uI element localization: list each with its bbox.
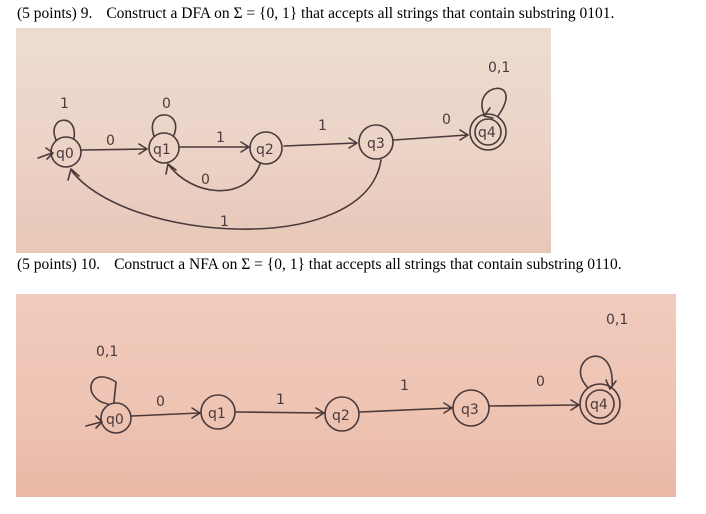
question-10-text: Construct a NFA on Σ = {0, 1} that accep… bbox=[114, 256, 622, 273]
dfa-label-q2-q1: 0 bbox=[201, 172, 210, 188]
dfa-state-q1-label: q1 bbox=[153, 142, 171, 158]
nfa-state-q4-label: q4 bbox=[590, 397, 608, 413]
dfa-edge-q2-q1 bbox=[165, 163, 261, 192]
nfa-state-q2: q2 bbox=[324, 396, 360, 432]
dfa-label-q1-q2: 1 bbox=[216, 130, 225, 146]
nfa-state-q1: q1 bbox=[200, 394, 236, 430]
nfa-edge-q2-q3 bbox=[359, 402, 453, 414]
nfa-diagram: q0 0,1 q1 0 q2 1 q3 1 bbox=[85, 312, 628, 434]
nfa-edge-q1-q2 bbox=[235, 407, 325, 419]
dfa-state-q3-label: q3 bbox=[367, 136, 385, 152]
dfa-label-loop-q0: 1 bbox=[60, 96, 69, 112]
nfa-state-q1-label: q1 bbox=[208, 406, 226, 422]
dfa-label-q3-q4: 0 bbox=[442, 112, 451, 128]
dfa-loop-q4 bbox=[481, 87, 507, 119]
dfa-edge-q2-q3 bbox=[283, 137, 358, 149]
nfa-state-q0-label: q0 bbox=[106, 412, 124, 428]
dfa-loop-q1 bbox=[151, 114, 177, 137]
dfa-state-q0-label: q0 bbox=[56, 146, 74, 162]
dfa-state-q0: q0 bbox=[50, 136, 82, 168]
nfa-state-q3: q3 bbox=[452, 389, 490, 427]
nfa-loop-q0 bbox=[90, 376, 117, 405]
nfa-label-q3-q4: 0 bbox=[536, 374, 545, 390]
nfa-state-q4: q4 bbox=[579, 383, 621, 425]
dfa-start-arrow bbox=[37, 147, 54, 160]
dfa-label-q3-q0: 1 bbox=[220, 214, 229, 230]
nfa-loop-q4 bbox=[579, 355, 617, 390]
dfa-edge-q1-q2 bbox=[179, 141, 250, 153]
nfa-label-loop-q4: 0,1 bbox=[606, 312, 628, 328]
dfa-state-q3: q3 bbox=[358, 124, 394, 160]
dfa-edge-q3-q4 bbox=[393, 129, 469, 141]
question-10-prefix: (5 points) 10. bbox=[17, 256, 101, 273]
dfa-diagram-photo: q0 1 q1 0 0 q2 1 0 q3 bbox=[16, 28, 551, 253]
dfa-state-q4: q4 bbox=[469, 113, 507, 151]
nfa-edge-q0-q1 bbox=[131, 407, 201, 419]
dfa-state-q4-label: q4 bbox=[478, 125, 496, 141]
nfa-state-q2-label: q2 bbox=[332, 408, 350, 424]
question-9: (5 points) 9. Construct a DFA on Σ = {0, … bbox=[17, 5, 614, 23]
dfa-label-loop-q1: 0 bbox=[162, 96, 171, 112]
nfa-label-q1-q2: 1 bbox=[276, 392, 285, 408]
dfa-diagram: q0 1 q1 0 0 q2 1 0 q3 bbox=[37, 60, 510, 230]
dfa-state-q1: q1 bbox=[148, 132, 180, 164]
question-9-prefix: (5 points) 9. bbox=[17, 5, 93, 22]
dfa-state-q2-label: q2 bbox=[256, 142, 274, 158]
dfa-label-loop-q4: 0,1 bbox=[488, 60, 510, 76]
nfa-label-loop-q0: 0,1 bbox=[96, 344, 118, 360]
dfa-label-q0-q1: 0 bbox=[106, 133, 115, 149]
nfa-label-q2-q3: 1 bbox=[400, 378, 409, 394]
question-10: (5 points) 10. Construct a NFA on Σ = {0,… bbox=[17, 256, 622, 274]
dfa-label-q2-q3: 1 bbox=[318, 118, 327, 134]
dfa-loop-q0 bbox=[53, 119, 75, 141]
nfa-state-q0: q0 bbox=[100, 402, 132, 434]
nfa-start-arrow bbox=[85, 415, 103, 429]
nfa-state-q3-label: q3 bbox=[461, 402, 479, 418]
nfa-diagram-photo: q0 0,1 q1 0 q2 1 q3 1 bbox=[16, 294, 676, 497]
nfa-edge-q3-q4 bbox=[489, 399, 580, 411]
nfa-label-q0-q1: 0 bbox=[156, 394, 165, 410]
dfa-edge-q3-q0 bbox=[67, 159, 382, 230]
dfa-edge-q0-q1 bbox=[81, 143, 148, 155]
question-9-text: Construct a DFA on Σ = {0, 1} that accep… bbox=[106, 5, 615, 22]
dfa-state-q2: q2 bbox=[249, 131, 283, 165]
